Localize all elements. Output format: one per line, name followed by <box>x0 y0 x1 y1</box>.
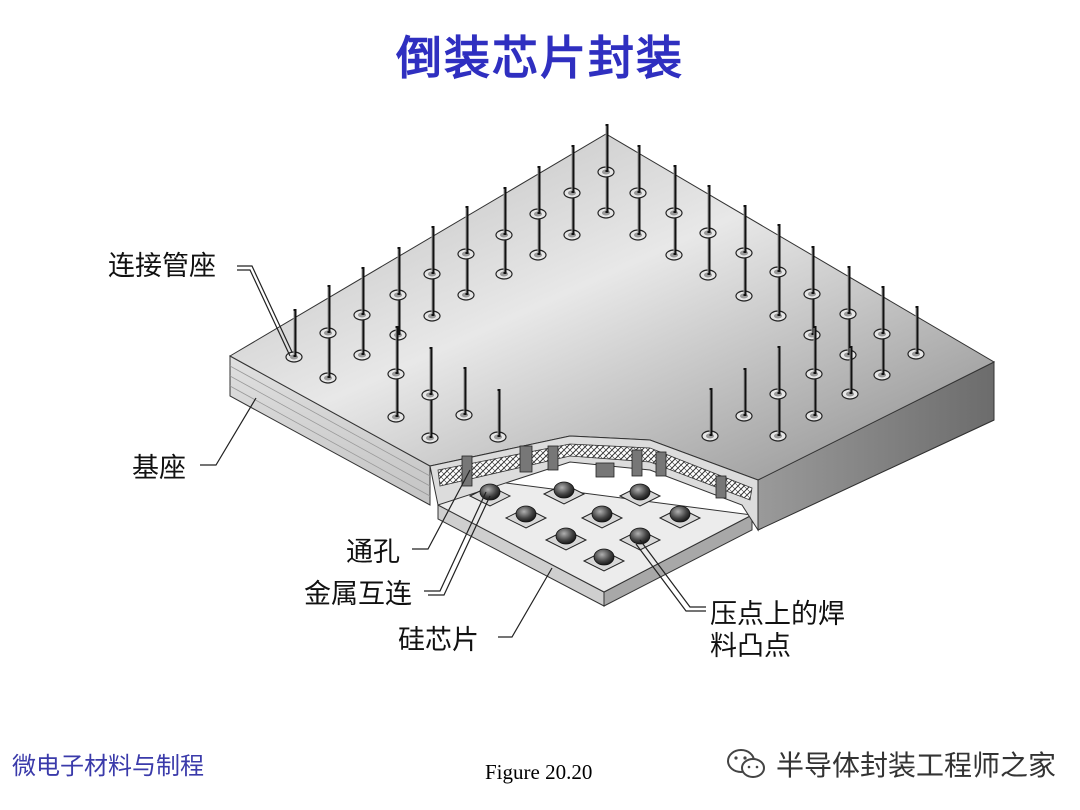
pin <box>839 266 857 320</box>
pin <box>873 286 891 340</box>
pin <box>629 145 647 199</box>
pin <box>285 309 303 363</box>
wechat-icon <box>727 749 765 778</box>
watermark: 半导体封装工程师之家 <box>726 744 1056 784</box>
solder-bump <box>580 505 624 529</box>
watermark-text: 半导体封装工程师之家 <box>776 749 1057 782</box>
figure-caption: Figure 20.20 <box>485 760 593 784</box>
pin <box>701 388 719 442</box>
pin <box>353 267 371 321</box>
solder-bump <box>618 483 662 507</box>
pin <box>805 326 823 380</box>
pin <box>803 246 821 300</box>
solder-bump <box>582 548 626 572</box>
leader-lines <box>200 265 706 638</box>
label-connector-socket: 连接管座 <box>108 251 216 282</box>
solder-bump <box>468 483 512 507</box>
pin <box>495 187 513 241</box>
solder-bump <box>658 505 702 529</box>
solder-bump <box>544 527 588 551</box>
connector-pins <box>285 124 925 444</box>
course-name: 微电子材料与制程 <box>12 752 204 780</box>
pin <box>735 368 753 422</box>
label-via: 通孔 <box>346 537 400 568</box>
label-solder-bump-line1: 压点上的焊 <box>710 599 845 630</box>
silicon-chip <box>437 477 754 607</box>
pin <box>597 124 615 178</box>
label-solder-bump-line2: 料凸点 <box>710 631 791 662</box>
pin <box>529 166 547 220</box>
solder-bump <box>504 505 548 529</box>
pin <box>423 226 441 280</box>
pin <box>769 346 787 400</box>
label-metal-interconnect: 金属互连 <box>304 579 412 610</box>
pin <box>421 347 439 401</box>
label-silicon-chip: 硅芯片 <box>398 625 479 656</box>
pin <box>387 326 405 380</box>
label-base: 基座 <box>132 453 186 484</box>
pin <box>841 346 859 400</box>
pin <box>699 185 717 239</box>
pin <box>907 306 925 360</box>
pin <box>735 205 753 259</box>
pin <box>873 327 891 381</box>
pin <box>665 165 683 219</box>
solder-bumps <box>468 481 702 572</box>
pin <box>319 285 337 339</box>
pin <box>769 224 787 278</box>
cutaway-section <box>429 435 759 532</box>
page-title: 倒装芯片封装 <box>396 31 684 85</box>
pin <box>389 247 407 301</box>
pin <box>489 389 507 443</box>
pin <box>455 367 473 421</box>
pin <box>563 145 581 199</box>
pin <box>457 206 475 260</box>
solder-bump <box>542 481 586 505</box>
